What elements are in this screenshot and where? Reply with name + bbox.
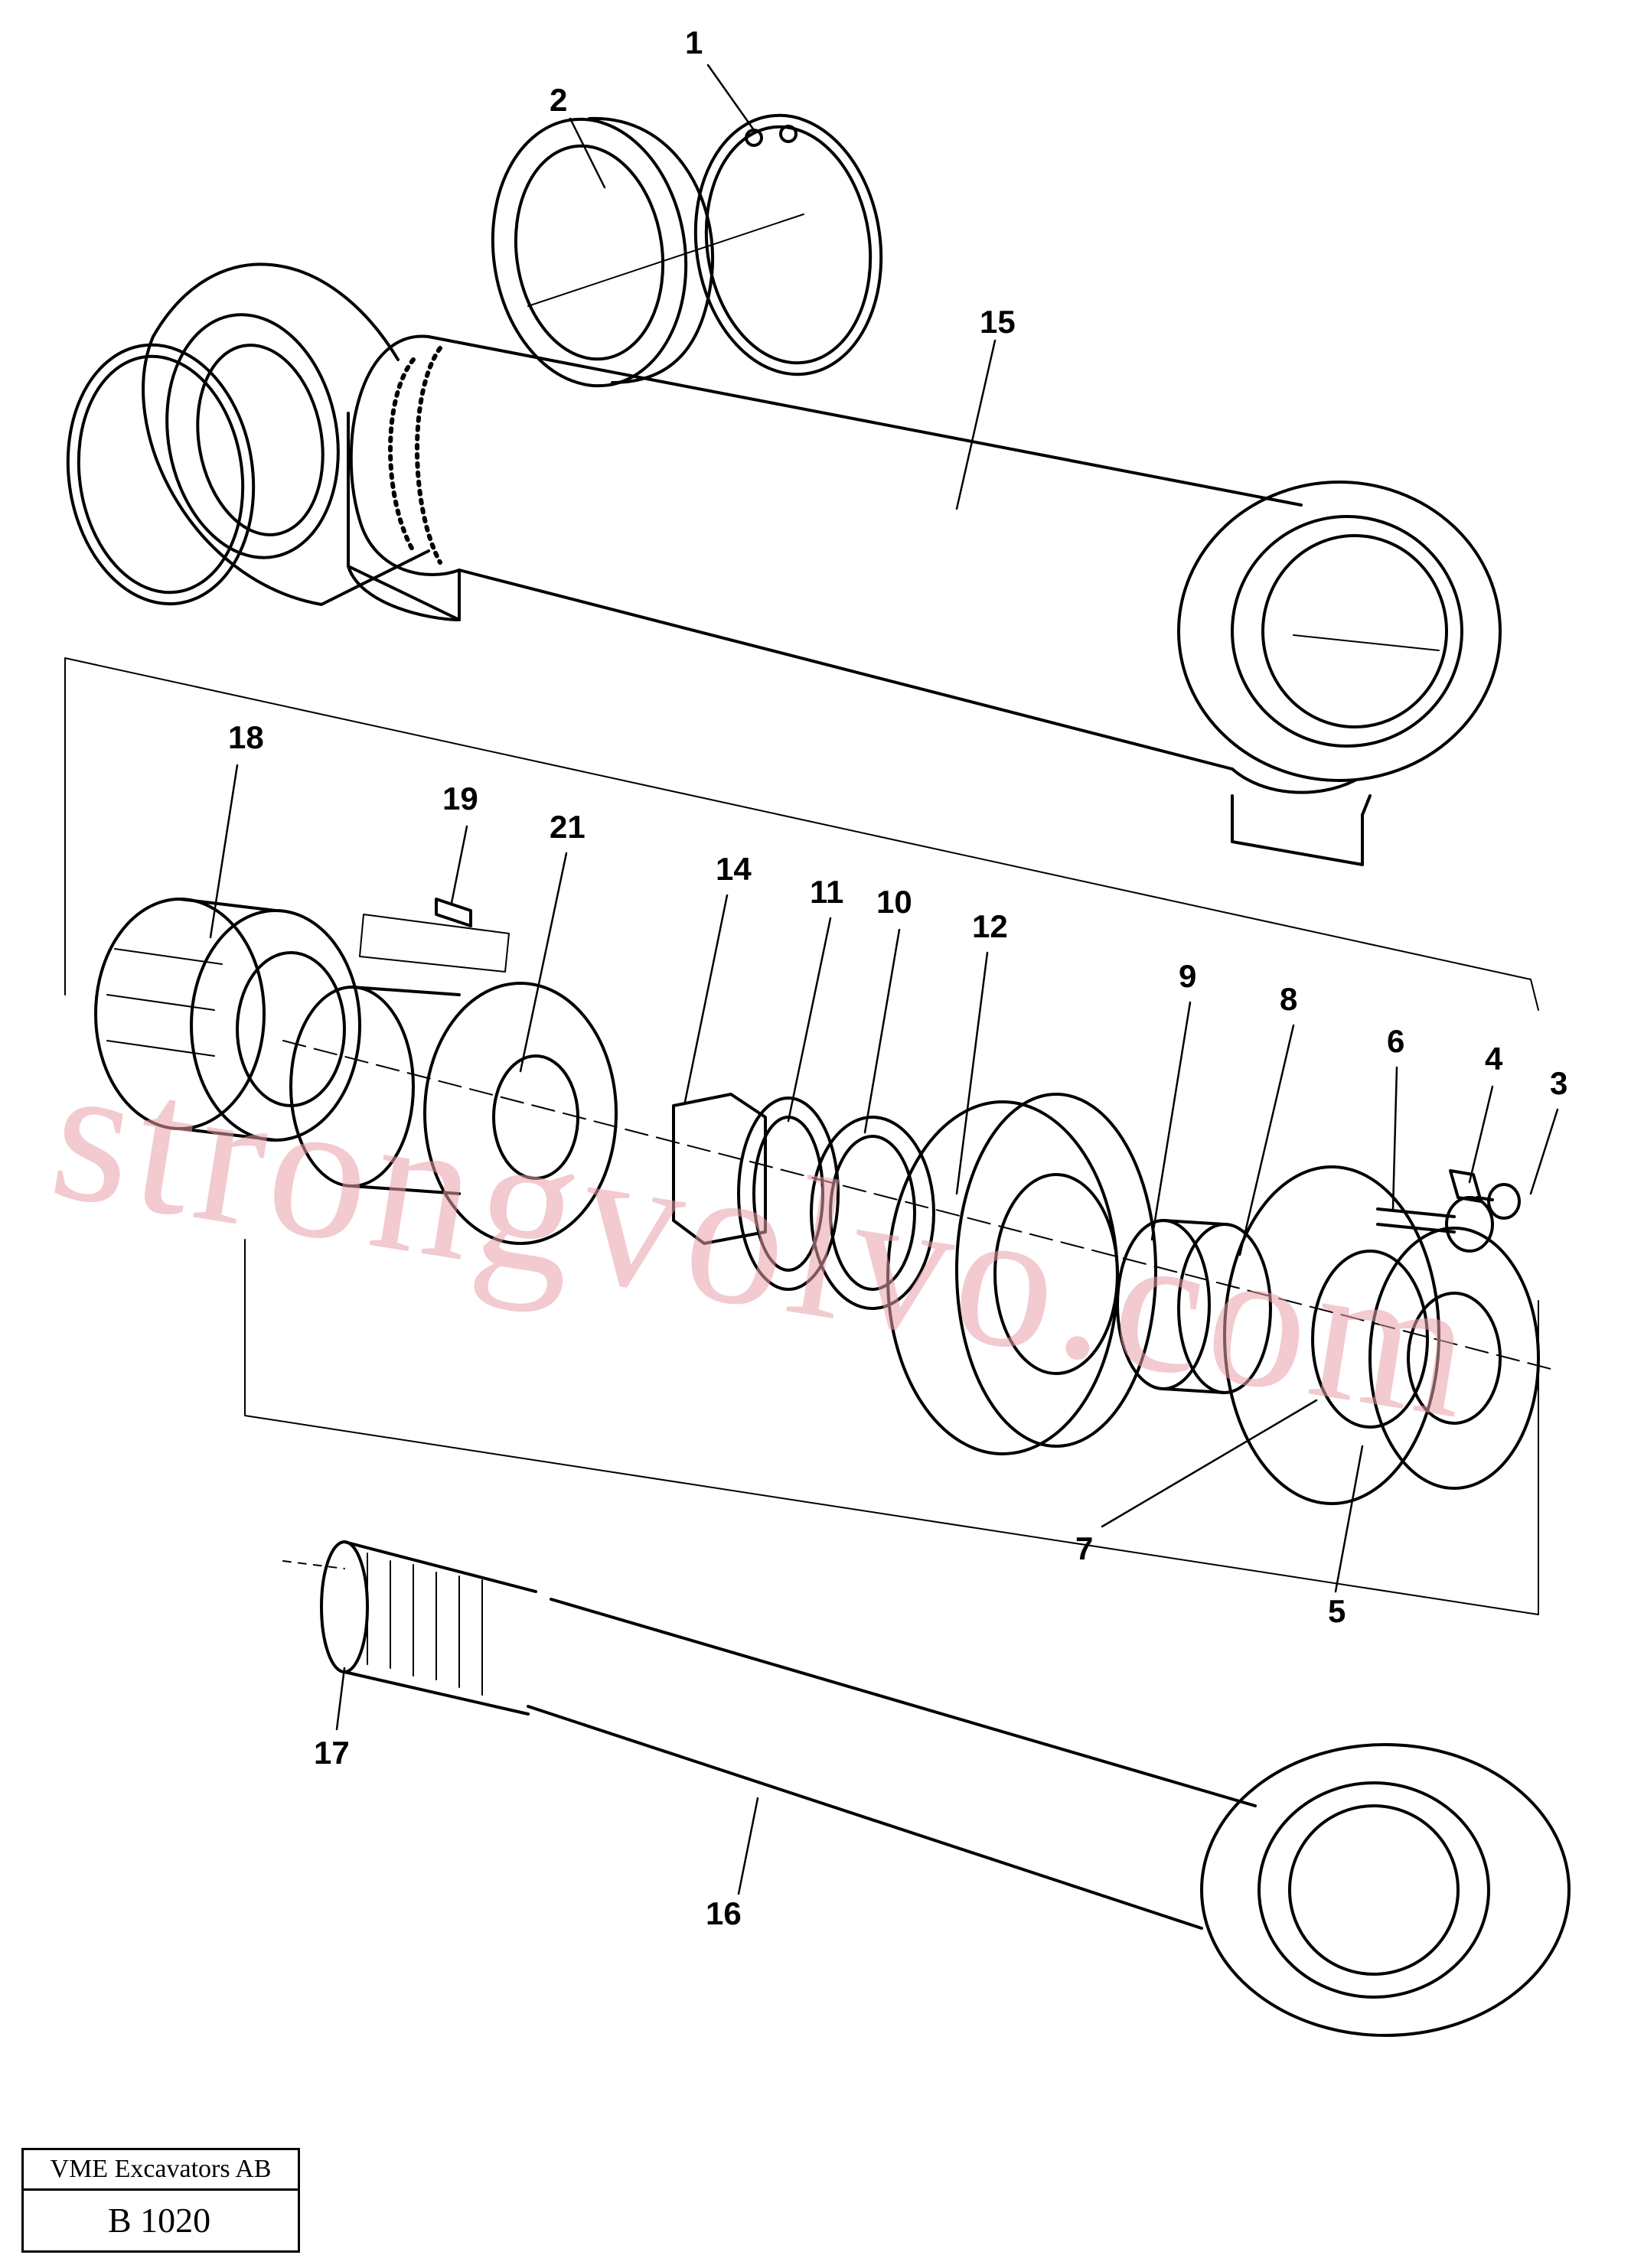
callout-16: 16 xyxy=(706,1895,742,1931)
bushing xyxy=(672,1093,767,1245)
callout-3: 3 xyxy=(1550,1065,1567,1101)
callout-6: 6 xyxy=(1387,1023,1404,1059)
callout-17: 17 xyxy=(314,1735,350,1771)
callout-14: 14 xyxy=(716,851,752,887)
callout-21: 21 xyxy=(550,809,586,845)
title-block-company: VME Excavators AB xyxy=(24,2150,298,2191)
lock-washer xyxy=(1449,1169,1483,1203)
callout-labels: 1 2 15 18 19 21 14 11 10 12 9 8 6 4 3 7 … xyxy=(228,24,1567,1931)
centerline-barrel xyxy=(1293,634,1440,651)
set-screw xyxy=(359,898,510,973)
barrel-rear-eye xyxy=(142,262,430,606)
seal-10 xyxy=(810,1116,935,1310)
callout-2: 2 xyxy=(550,82,567,118)
cylinder-head xyxy=(886,1093,1157,1455)
threaded-end xyxy=(282,1540,537,1716)
callout-4: 4 xyxy=(1485,1041,1503,1077)
callout-8: 8 xyxy=(1280,981,1297,1017)
piston xyxy=(94,898,361,1142)
centerline-upper xyxy=(527,213,804,307)
assembly-frame xyxy=(64,657,1539,1615)
callout-7: 7 xyxy=(1075,1530,1093,1566)
title-block-code: B 1020 xyxy=(108,2201,211,2240)
callout-12: 12 xyxy=(972,908,1008,944)
circlip-left xyxy=(66,343,256,606)
piston-rod xyxy=(527,1598,1571,2037)
washer-plate xyxy=(1368,1227,1540,1490)
rod-seal xyxy=(1116,1219,1272,1394)
spherical-bearing xyxy=(491,116,715,388)
piston-guide xyxy=(289,982,618,1245)
watermark-text: strongvolvo.com xyxy=(39,1019,1491,1461)
callout-11: 11 xyxy=(810,874,843,910)
callout-10: 10 xyxy=(876,884,912,920)
bolt xyxy=(1376,1196,1494,1253)
callout-1: 1 xyxy=(685,24,703,60)
callout-9: 9 xyxy=(1179,958,1196,994)
circlip-top xyxy=(693,113,883,376)
callout-5: 5 xyxy=(1328,1593,1346,1629)
callout-19: 19 xyxy=(442,780,478,816)
flange xyxy=(1223,1165,1440,1505)
plug xyxy=(1476,1183,1521,1220)
title-block: VME Excavators AB B 1020 xyxy=(21,2148,300,2253)
callout-18: 18 xyxy=(228,719,264,755)
callout-15: 15 xyxy=(980,304,1016,340)
cylinder-barrel xyxy=(347,334,1502,866)
centerline-middle xyxy=(282,1040,1554,1370)
leader-lines xyxy=(209,64,1559,1895)
